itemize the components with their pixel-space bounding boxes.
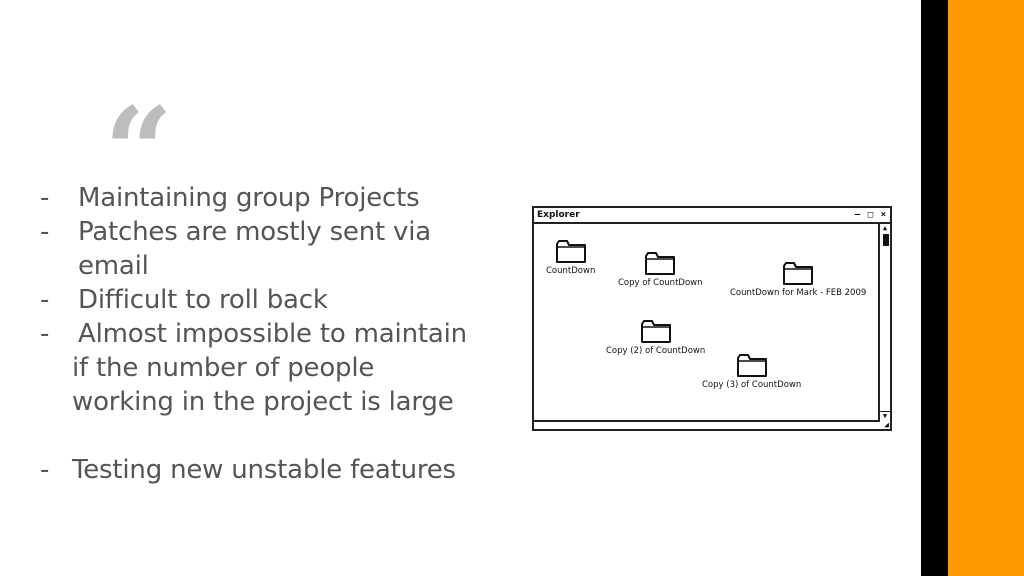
explorer-title: Explorer: [537, 210, 580, 220]
folder-icon: [783, 262, 814, 285]
bullet-text-continued: email: [78, 251, 149, 281]
bullet-dash: -: [40, 319, 50, 349]
bullet-text-continued: working in the project is large: [72, 387, 454, 417]
folder-label: CountDown: [546, 266, 596, 276]
scroll-thumb: [883, 234, 889, 246]
black-side-bar: [921, 0, 948, 576]
bullet-text: Difficult to roll back: [78, 285, 328, 315]
folder-item: CountDown for Mark - FEB 2009: [730, 260, 866, 298]
bullet-dash: -: [40, 183, 50, 213]
explorer-content: CountDown Copy of CountDown CountDown fo…: [534, 224, 880, 422]
folder-item: Copy (3) of CountDown: [702, 352, 801, 390]
folder-label: Copy of CountDown: [618, 278, 703, 288]
scrollbar-sketch: ▲ ▼: [878, 224, 890, 420]
folder-item: Copy of CountDown: [618, 250, 703, 288]
window-controls-icon: – □ ×: [854, 210, 887, 220]
bullet-text: Testing new unstable features: [72, 455, 456, 485]
quote-mark-icon: “: [104, 81, 174, 222]
bullet-text: Maintaining group Projects: [78, 183, 420, 213]
explorer-titlebar: Explorer – □ ×: [534, 208, 890, 224]
scroll-down-icon: ▼: [880, 411, 890, 420]
folder-label: Copy (2) of CountDown: [606, 346, 706, 356]
folder-item: CountDown: [546, 238, 595, 276]
bullet-text: Almost impossible to maintain: [78, 319, 467, 349]
bullet-text-continued: if the number of people: [72, 353, 375, 383]
folder-icon: [555, 240, 586, 263]
bullet-dash: -: [40, 455, 50, 485]
folder-icon: [645, 252, 676, 275]
explorer-window-sketch: Explorer – □ × CountDown Copy of CountDo…: [532, 206, 892, 431]
bullet-dash: -: [40, 217, 50, 247]
bullet-dash: -: [40, 285, 50, 315]
folder-label: Copy (3) of CountDown: [702, 380, 802, 390]
folder-item: Copy (2) of CountDown: [606, 318, 705, 356]
scroll-up-icon: ▲: [882, 224, 888, 232]
resize-grip-icon: ◢: [884, 420, 889, 429]
folder-label: CountDown for Mark - FEB 2009: [730, 288, 867, 298]
folder-icon: [736, 354, 767, 377]
bullet-text: Patches are mostly sent via: [78, 217, 432, 247]
folder-icon: [640, 320, 671, 343]
orange-side-bar: [948, 0, 1024, 576]
